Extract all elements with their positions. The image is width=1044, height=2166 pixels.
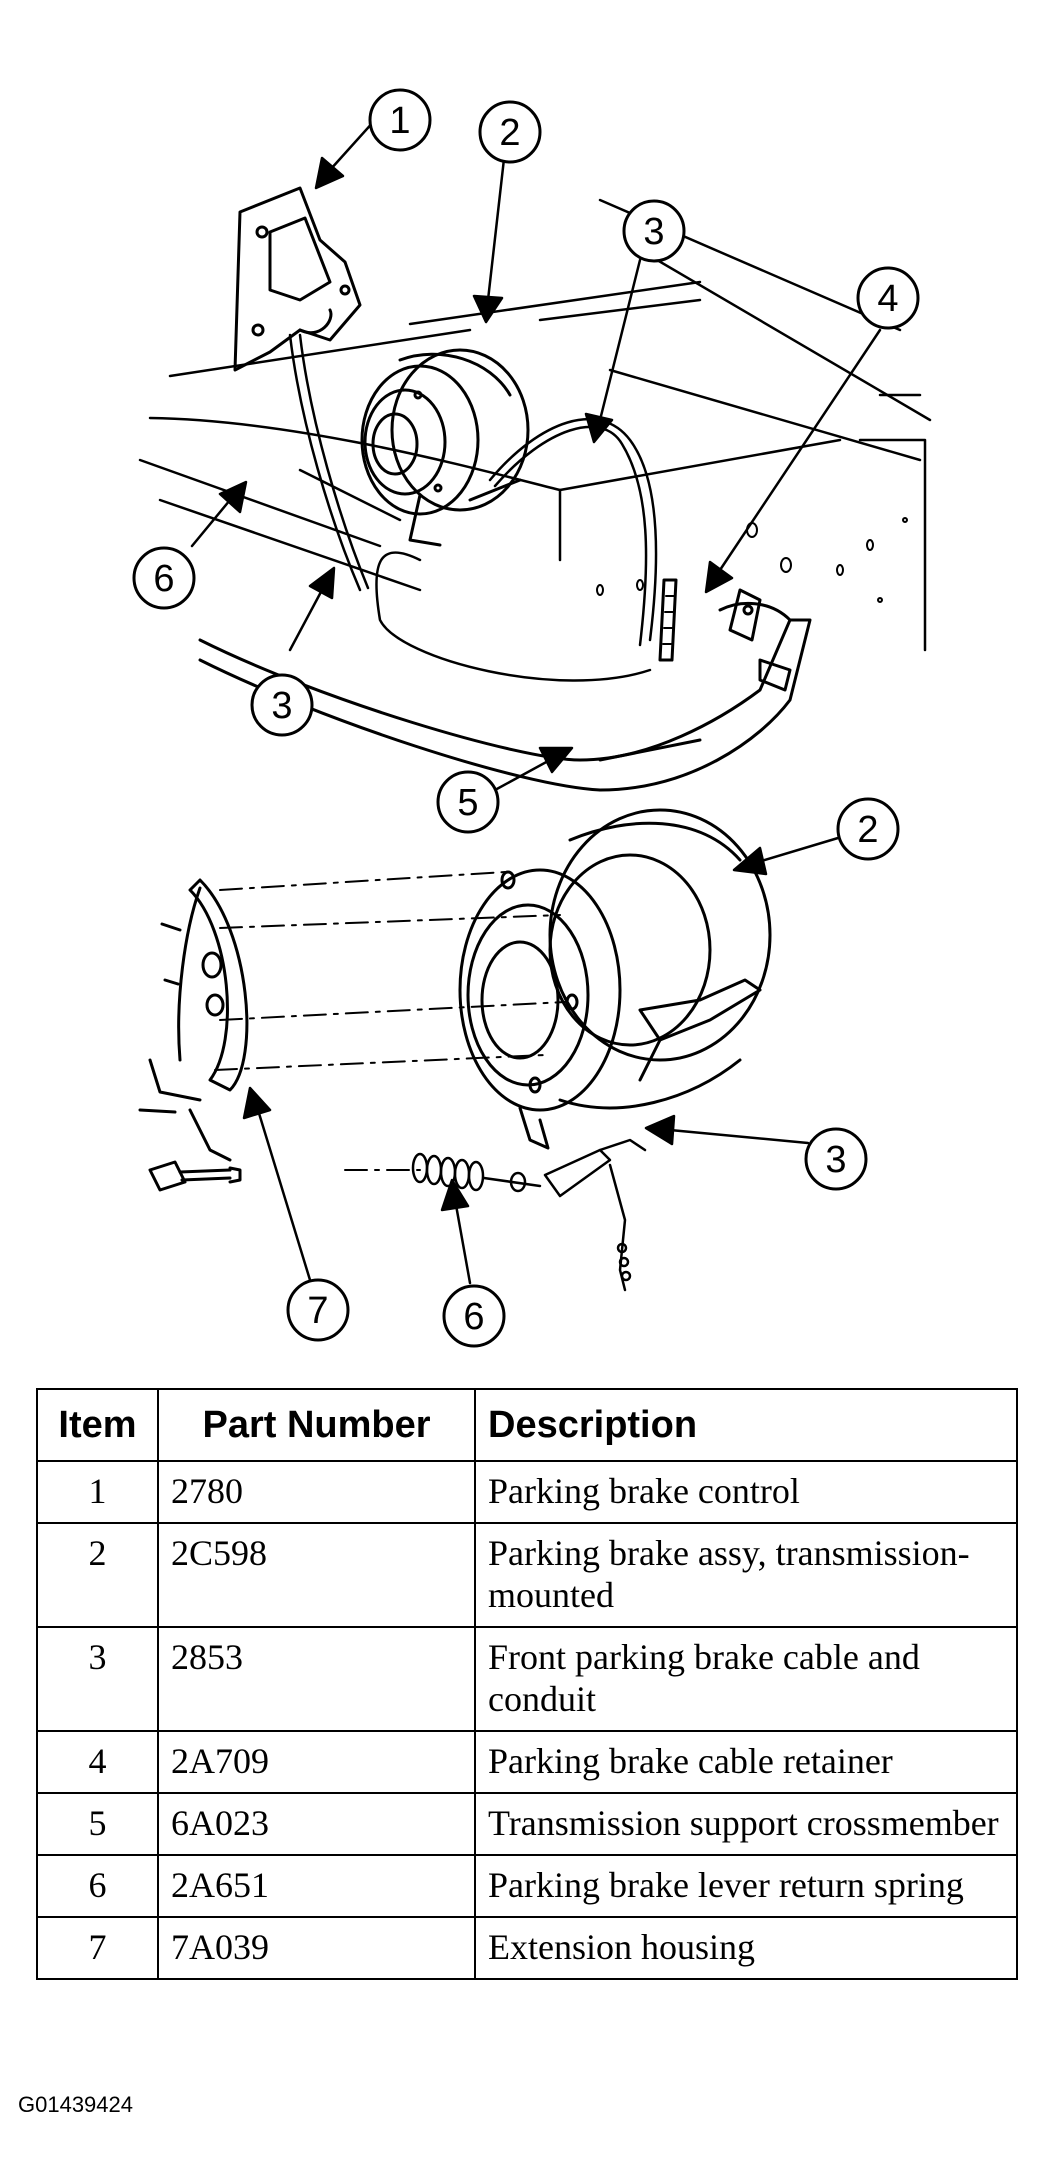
brake-drum [360, 348, 530, 547]
callout-7-bottom-label: 7 [307, 1290, 328, 1332]
top-leader-arrows [190, 118, 882, 792]
table-row: 7 7A039 Extension housing [36, 1916, 1018, 1980]
callout-5: 5 [436, 770, 500, 834]
row-description: Parking brake assy, transmission-mounted [474, 1522, 1018, 1628]
row-description: Parking brake cable retainer [474, 1730, 1018, 1794]
callout-7-bottom: 7 [286, 1278, 350, 1342]
callout-2: 2 [478, 100, 542, 164]
row-item: 5 [36, 1792, 159, 1856]
backing-plate-and-drum [458, 808, 772, 1150]
row-item: 1 [36, 1460, 159, 1524]
row-description: Extension housing [474, 1916, 1018, 1980]
parts-table: Item Part Number Description 1 2780 Park… [36, 1388, 1018, 1980]
callout-1: 1 [368, 88, 432, 152]
row-description: Parking brake lever return spring [474, 1854, 1018, 1918]
callout-3-bottom: 3 [804, 1127, 868, 1191]
table-header-row: Item Part Number Description [36, 1388, 1018, 1462]
top-assembly-illustration [138, 186, 932, 792]
row-part-number: 2853 [157, 1626, 476, 1732]
table-row: 3 2853 Front parking brake cable and con… [36, 1626, 1018, 1732]
callout-2-label: 2 [499, 112, 520, 154]
callout-6-label: 6 [153, 558, 174, 600]
row-part-number: 7A039 [157, 1916, 476, 1980]
callout-6: 6 [132, 546, 196, 610]
row-item: 3 [36, 1626, 159, 1732]
parking-brake-diagram: 1 2 3 4 6 3 5 [132, 88, 932, 1348]
callout-3-bottom-label: 3 [825, 1139, 846, 1181]
floor-holes [596, 517, 908, 603]
callout-4: 4 [856, 266, 920, 330]
row-description: Front parking brake cable and conduit [474, 1626, 1018, 1732]
mounting-bolt [148, 1160, 242, 1192]
callout-3: 3 [622, 199, 686, 263]
row-item: 4 [36, 1730, 159, 1794]
parking-brake-control [233, 186, 362, 372]
row-item: 7 [36, 1916, 159, 1980]
bottom-leader-arrows [242, 836, 840, 1285]
table-row: 1 2780 Parking brake control [36, 1460, 1018, 1524]
cable-retainer [658, 578, 678, 662]
parking-brake-cable [288, 333, 658, 682]
row-part-number: 6A023 [157, 1792, 476, 1856]
row-description: Transmission support crossmember [474, 1792, 1018, 1856]
header-part-number: Part Number [157, 1388, 476, 1462]
callout-4-label: 4 [877, 278, 898, 320]
frame-rail [138, 198, 932, 652]
table-row: 2 2C598 Parking brake assy, transmission… [36, 1522, 1018, 1628]
table-row: 5 6A023 Transmission support crossmember [36, 1792, 1018, 1856]
callout-1-label: 1 [389, 100, 410, 142]
extension-housing [138, 878, 249, 1162]
callout-5-label: 5 [457, 782, 478, 824]
header-item: Item [36, 1388, 159, 1462]
row-part-number: 2780 [157, 1460, 476, 1524]
callout-3-lower: 3 [250, 673, 314, 737]
top-callouts: 1 2 3 4 6 3 5 [132, 88, 920, 834]
callout-6-bottom-label: 6 [463, 1296, 484, 1338]
figure-id: G01439424 [18, 2092, 133, 2117]
table-row: 4 2A709 Parking brake cable retainer [36, 1730, 1018, 1794]
alignment-lines [214, 871, 566, 1171]
bottom-callouts: 2 3 7 6 [286, 797, 900, 1348]
return-spring [411, 1138, 647, 1292]
callout-2-bottom-label: 2 [857, 809, 878, 851]
callout-6-bottom: 6 [442, 1284, 506, 1348]
row-part-number: 2A651 [157, 1854, 476, 1918]
callout-3-lower-label: 3 [271, 685, 292, 727]
bottom-exploded-illustration [138, 808, 772, 1292]
callout-2-bottom: 2 [836, 797, 900, 861]
row-item: 2 [36, 1522, 159, 1628]
row-item: 6 [36, 1854, 159, 1918]
row-part-number: 2A709 [157, 1730, 476, 1794]
row-part-number: 2C598 [157, 1522, 476, 1628]
table-row: 6 2A651 Parking brake lever return sprin… [36, 1854, 1018, 1918]
callout-3-label: 3 [643, 211, 664, 253]
header-description: Description [474, 1388, 1018, 1462]
row-description: Parking brake control [474, 1460, 1018, 1524]
